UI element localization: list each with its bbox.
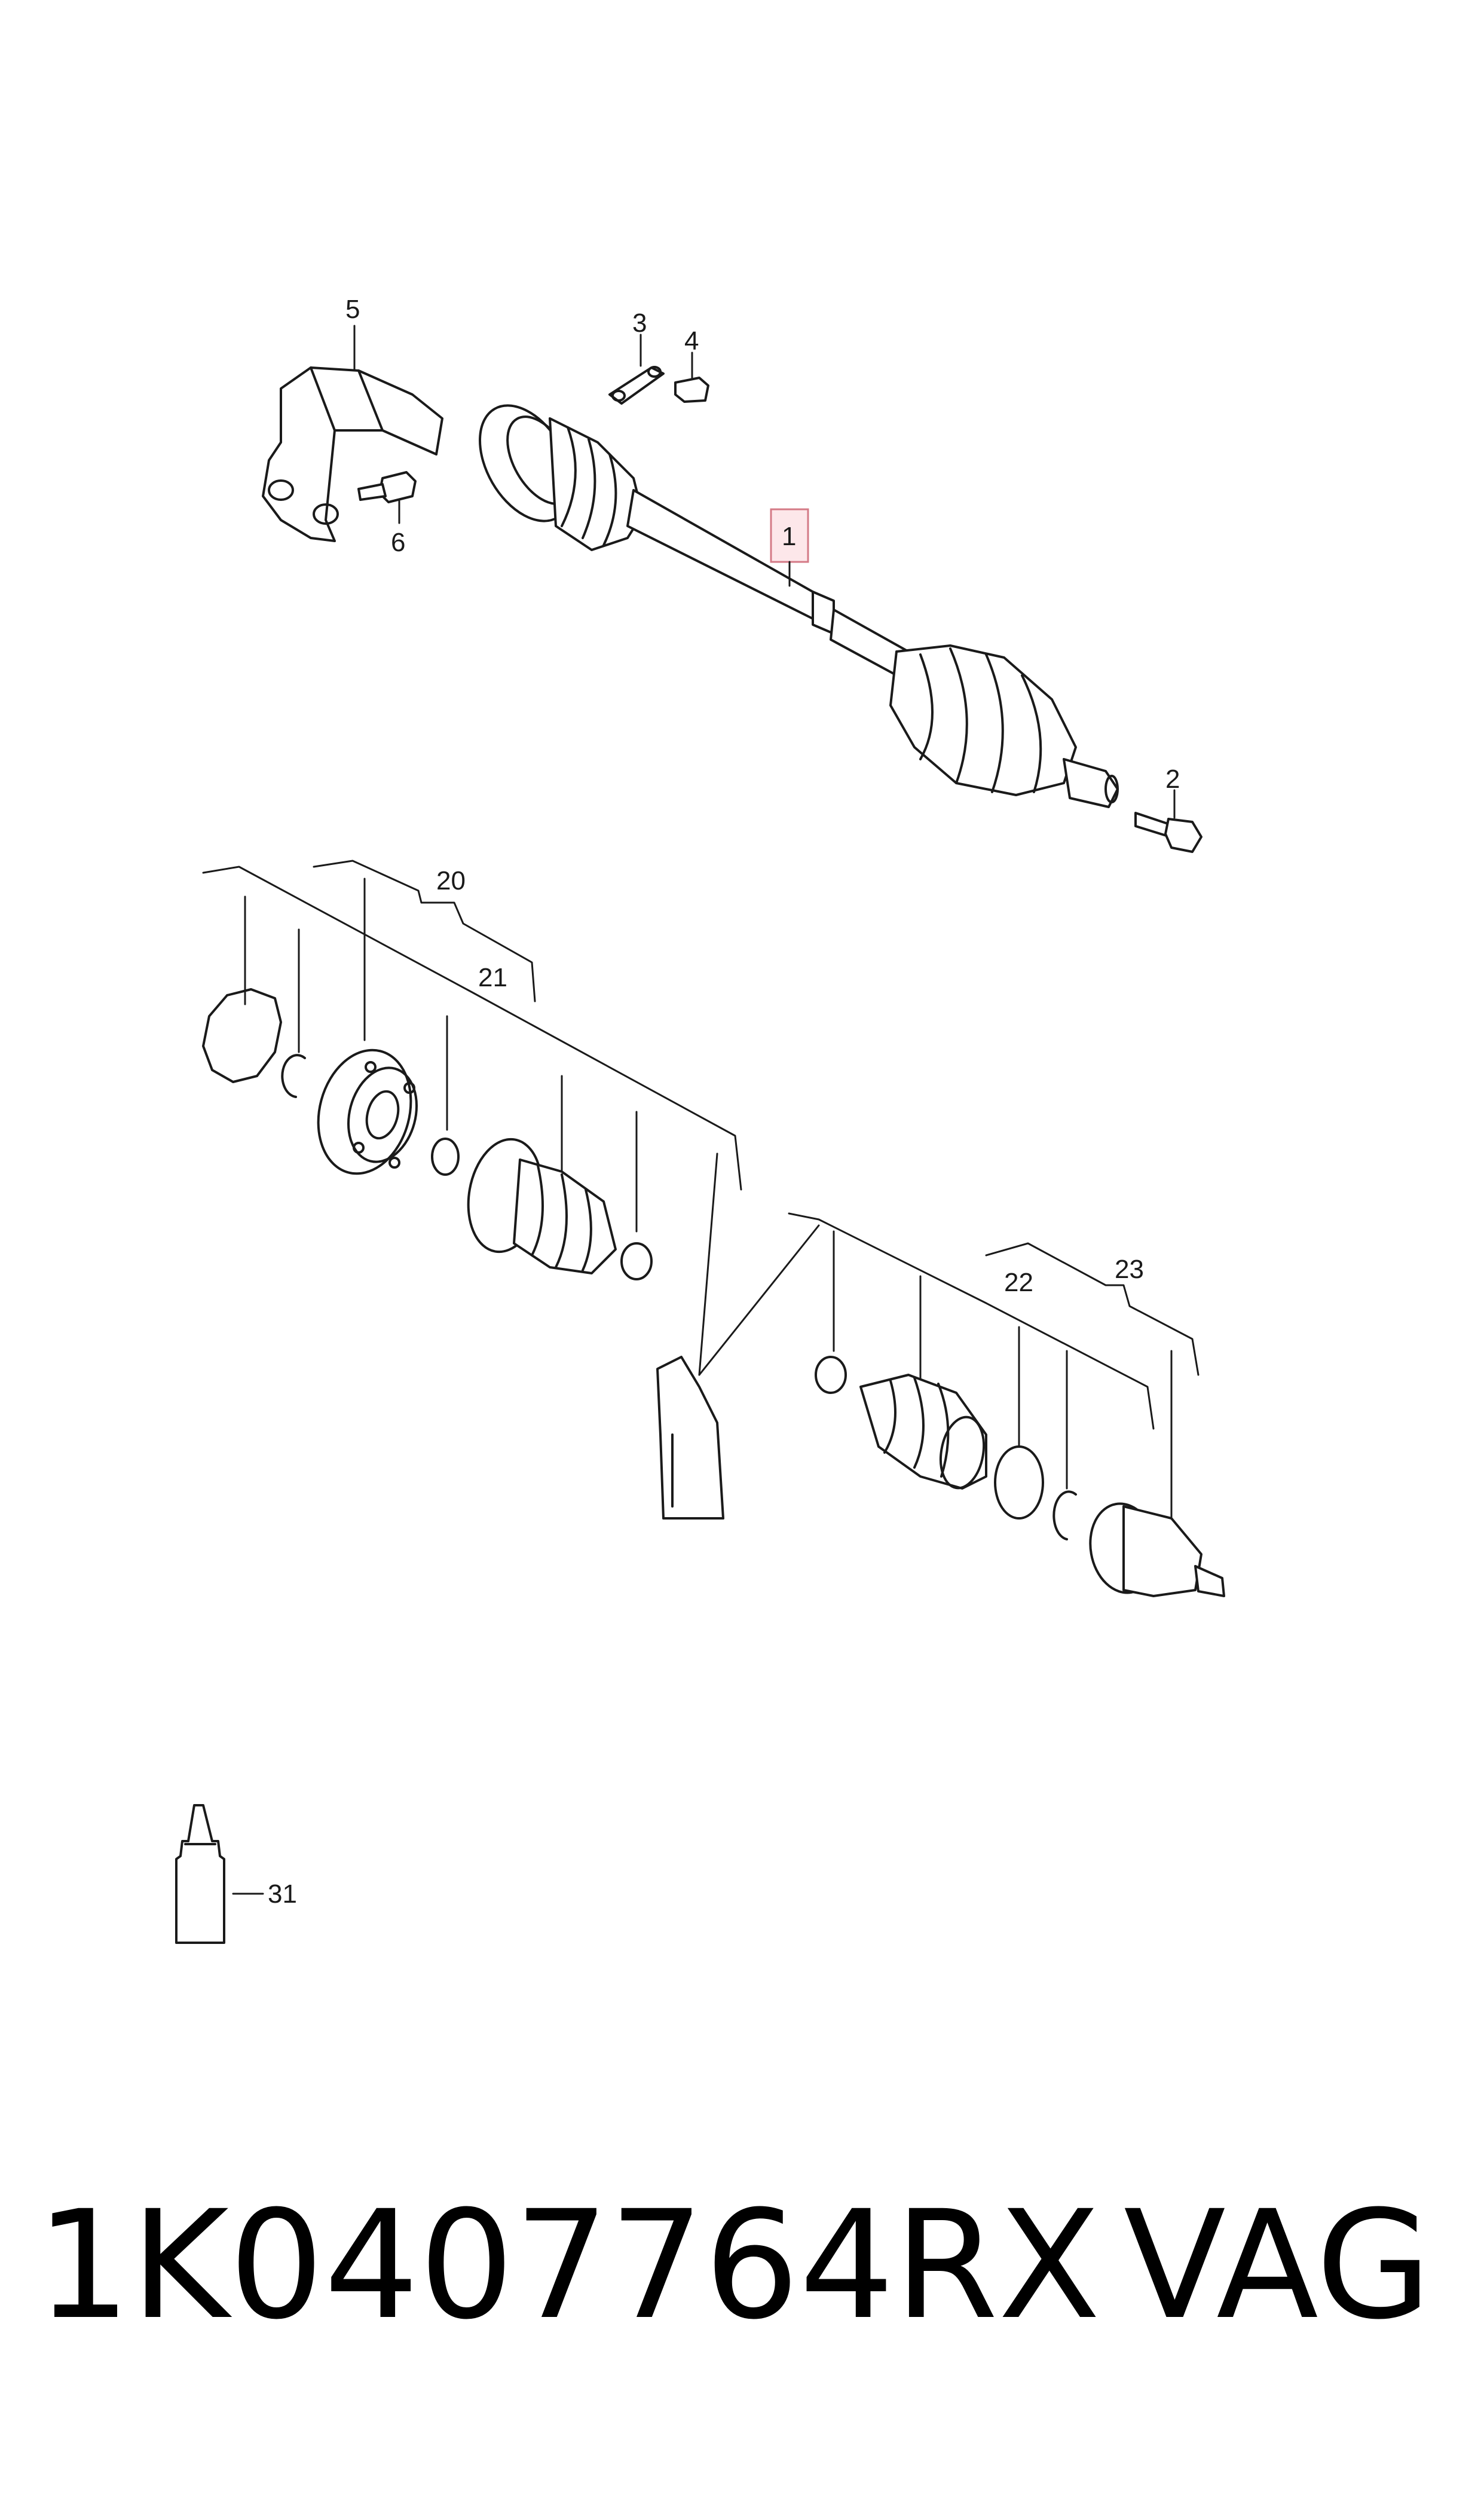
kit-22-23-brackets (698, 1212, 1200, 1520)
callout-21: 21 (478, 963, 507, 992)
gasket-part (202, 988, 282, 1083)
bolt-6-part (357, 471, 417, 503)
circlip-part (281, 1054, 306, 1098)
callout-1: 1 (782, 522, 796, 551)
band-clamp-part (994, 1445, 1044, 1520)
kit-20-21-brackets (202, 860, 742, 1376)
inner-boot-kit-part (467, 1138, 617, 1274)
outer-joint-part (1089, 1502, 1225, 1597)
callout-23: 23 (1115, 1255, 1144, 1284)
small-clamp-part (815, 1356, 847, 1394)
bolt-4-part (674, 377, 709, 403)
clamp-part (620, 1242, 653, 1280)
outer-boot-part (859, 1374, 987, 1490)
grease-tube-part (656, 1356, 724, 1520)
callout-4: 4 (684, 326, 699, 356)
sealant-bottle-part (175, 1804, 225, 1944)
heat-shield-part (262, 366, 443, 542)
callout-20: 20 (436, 866, 466, 895)
callout-2: 2 (1165, 765, 1180, 794)
washer-part (431, 1138, 460, 1176)
callout-5: 5 (345, 295, 360, 324)
callout-3: 3 (632, 308, 647, 338)
clip-3-part (608, 366, 665, 405)
circlip-2-part (1052, 1490, 1077, 1540)
callout-6: 6 (391, 528, 405, 557)
drive-shaft-part (479, 404, 1119, 808)
callout-31: 31 (268, 1879, 297, 1909)
bolt-2-part (1134, 812, 1203, 853)
callout-1-highlight (770, 508, 809, 563)
part-number: 1K0407764RX (36, 2178, 1101, 2352)
joint-flange-part (317, 1048, 418, 1175)
part-number-footer: 1K0407764RX VAG (36, 2176, 1458, 2355)
brand-name: VAG (1124, 2178, 1432, 2352)
callout-22: 22 (1004, 1268, 1033, 1297)
